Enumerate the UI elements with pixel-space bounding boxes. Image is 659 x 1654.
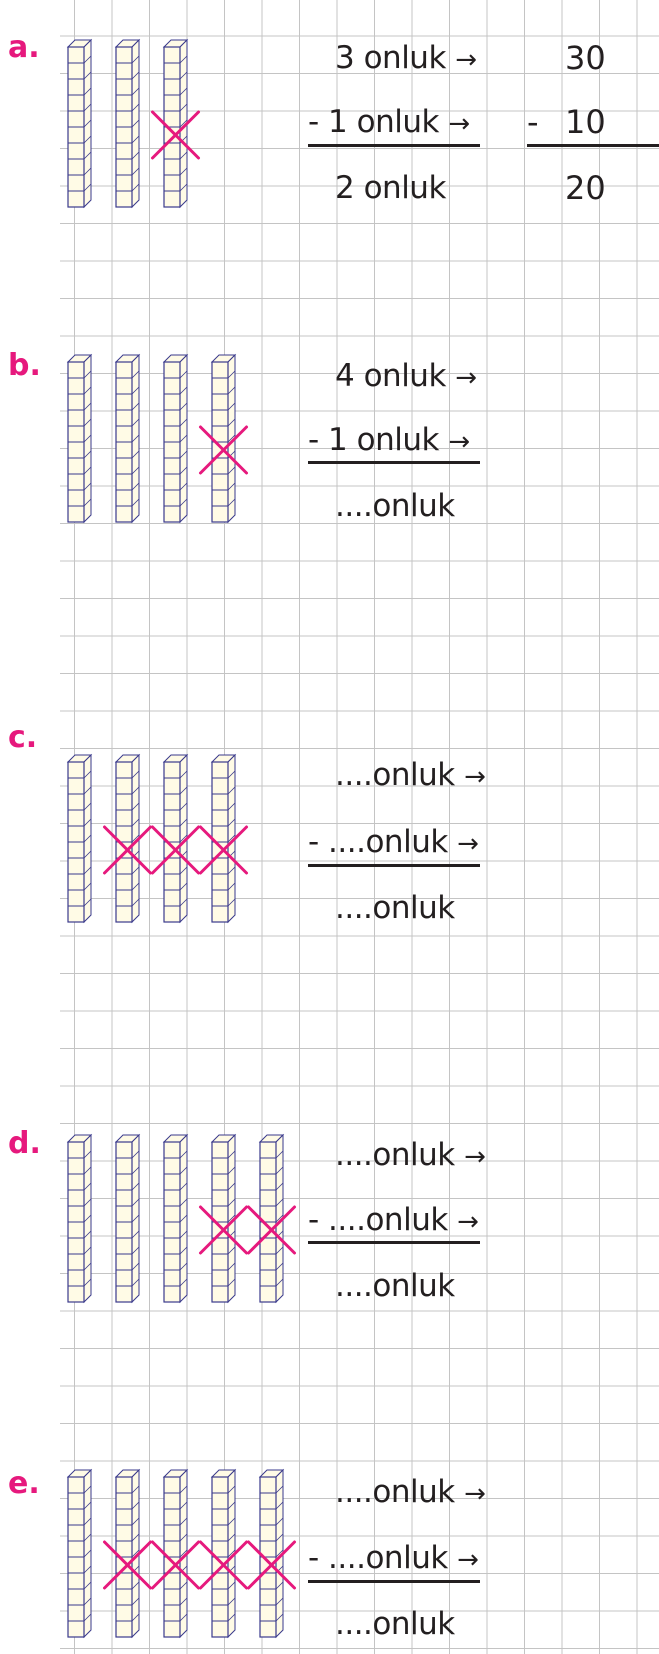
subtraction-rule <box>308 1241 480 1244</box>
ten-rod-icon <box>212 355 235 522</box>
problem-letter: a. <box>8 30 40 65</box>
arrow-icon: → <box>464 1142 485 1172</box>
arrow-icon: → <box>455 45 476 75</box>
minuend-text: ....onluk <box>335 757 455 793</box>
arrow-icon: → <box>455 363 476 393</box>
subtrahend-text: ....onluk <box>328 824 448 860</box>
arrow-icon: → <box>448 427 469 457</box>
ten-rod-icon <box>212 755 235 922</box>
ten-rods-group <box>60 1460 300 1650</box>
ten-rod-icon <box>260 1470 283 1637</box>
arrow-icon: → <box>457 829 478 859</box>
subtrahend-text: 1 onluk <box>328 422 439 458</box>
ten-rod-icon <box>68 1135 91 1302</box>
number-minuend: 30 <box>565 38 606 78</box>
subtrahend-line: - ....onluk → <box>308 1538 478 1580</box>
ten-rod-icon <box>116 1470 139 1637</box>
minuend-line: 3 onluk → <box>335 38 477 80</box>
minus-sign: - <box>308 1202 319 1238</box>
subtrahend-text: 1 onluk <box>328 104 439 140</box>
minuend-line: 4 onluk → <box>335 356 477 398</box>
ten-rod-icon <box>116 355 139 522</box>
ten-rod-icon <box>116 40 139 207</box>
minuend-text: 3 onluk <box>335 40 446 76</box>
ten-rods-group <box>60 745 300 935</box>
arrow-icon: → <box>457 1207 478 1237</box>
subtrahend-line: - ....onluk → <box>308 1200 478 1242</box>
result-text: 2 onluk <box>335 168 446 208</box>
minus-sign: - <box>308 824 319 860</box>
minus-sign: - <box>308 1540 319 1576</box>
minus-sign: - <box>308 104 319 140</box>
ten-rods-group <box>60 30 300 220</box>
minuend-line: ....onluk → <box>335 1135 485 1177</box>
subtraction-rule <box>308 144 480 147</box>
number-subtraction-rule <box>527 144 659 147</box>
number-result: 20 <box>565 168 606 208</box>
minuend-text: 4 onluk <box>335 358 446 394</box>
minuend-text: ....onluk <box>335 1137 455 1173</box>
problem-letter: d. <box>8 1126 41 1161</box>
ten-rod-icon <box>68 755 91 922</box>
ten-rod-icon <box>212 1135 235 1302</box>
subtrahend-line: - ....onluk → <box>308 822 478 864</box>
arrow-icon: → <box>464 1479 485 1509</box>
ten-rod-icon <box>260 1135 283 1302</box>
minuend-line: ....onluk → <box>335 1472 485 1514</box>
subtrahend-line: - 1 onluk → <box>308 102 470 144</box>
minuend-line: ....onluk → <box>335 755 485 797</box>
ten-rod-icon <box>116 755 139 922</box>
ten-rod-icon <box>164 40 187 207</box>
problem-letter: e. <box>8 1466 40 1501</box>
ten-rods-group <box>60 1125 300 1315</box>
number-subtrahend: 10 <box>565 102 606 142</box>
subtrahend-line: - 1 onluk → <box>308 420 470 462</box>
result-text: ....onluk <box>335 1266 455 1306</box>
minus-sign: - <box>308 422 319 458</box>
arrow-icon: → <box>464 762 485 792</box>
result-text: ....onluk <box>335 888 455 928</box>
result-text: ....onluk <box>335 486 455 526</box>
ten-rod-icon <box>212 1470 235 1637</box>
ten-rod-icon <box>164 1470 187 1637</box>
number-minus-sign: - <box>527 102 539 142</box>
subtraction-rule <box>308 864 480 867</box>
subtraction-rule <box>308 1580 480 1583</box>
result-text: ....onluk <box>335 1604 455 1644</box>
ten-rod-icon <box>68 40 91 207</box>
ten-rod-icon <box>68 1470 91 1637</box>
minuend-text: ....onluk <box>335 1474 455 1510</box>
problem-letter: b. <box>8 348 41 383</box>
arrow-icon: → <box>448 109 469 139</box>
ten-rod-icon <box>116 1135 139 1302</box>
problem-letter: c. <box>8 720 37 755</box>
ten-rod-icon <box>164 355 187 522</box>
ten-rod-icon <box>164 755 187 922</box>
ten-rod-icon <box>164 1135 187 1302</box>
subtrahend-text: ....onluk <box>328 1540 448 1576</box>
ten-rods-group <box>60 345 300 535</box>
subtraction-rule <box>308 461 480 464</box>
subtrahend-text: ....onluk <box>328 1202 448 1238</box>
arrow-icon: → <box>457 1545 478 1575</box>
ten-rod-icon <box>68 355 91 522</box>
